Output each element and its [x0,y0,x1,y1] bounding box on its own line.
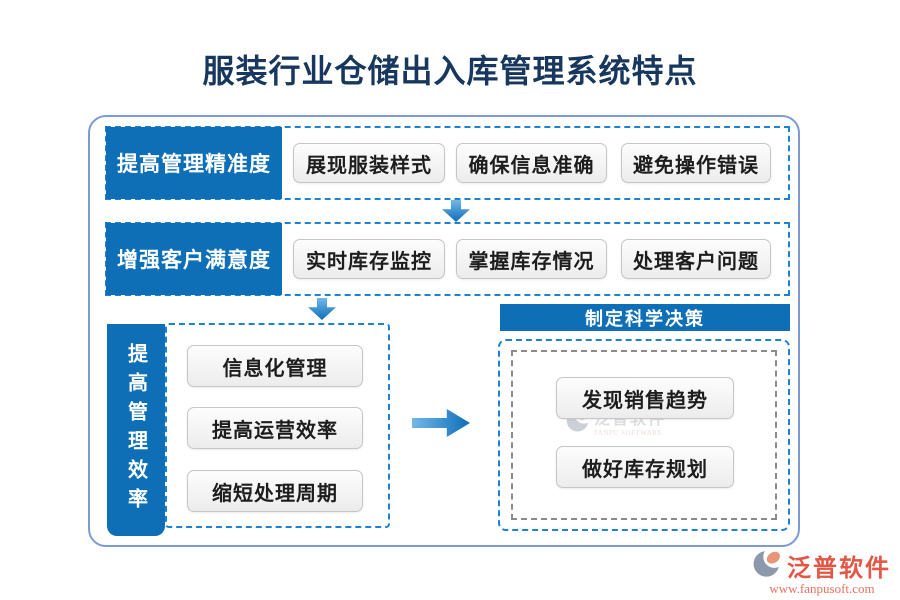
decision-group-outer [498,339,790,531]
feature-chip: 实时库存监控 [293,239,445,279]
outer-frame [88,115,800,547]
feature-chip: 信息化管理 [187,345,363,387]
footer-logo-url: www.fanpusoft.com [769,581,875,596]
fanpu-logo-icon [753,545,786,583]
row-precision-label: 提高管理精准度 [106,127,282,199]
decision-group-inner [511,350,777,520]
decision-header: 制定科学决策 [500,304,790,331]
row-satisfaction-label: 增强客户满意度 [106,223,282,295]
feature-chip: 确保信息准确 [456,143,607,183]
efficiency-group [165,323,390,528]
feature-chip: 避免操作错误 [621,143,771,183]
feature-chip: 做好库存规划 [556,446,734,488]
feature-chip: 处理客户问题 [621,239,771,279]
page-title: 服装行业仓储出入库管理系统特点 [202,53,698,89]
feature-chip: 掌握库存情况 [456,239,607,279]
footer-logo-name: 泛普软件 [787,556,891,582]
footer-logo: 泛普软件 www.fanpusoft.com [753,545,891,597]
feature-chip: 缩短处理周期 [187,470,363,512]
feature-chip: 发现销售趋势 [556,377,734,419]
feature-chip: 提高运营效率 [187,407,363,449]
feature-chip: 展现服装样式 [293,143,445,183]
efficiency-label: 提高管理效率 [107,324,165,536]
